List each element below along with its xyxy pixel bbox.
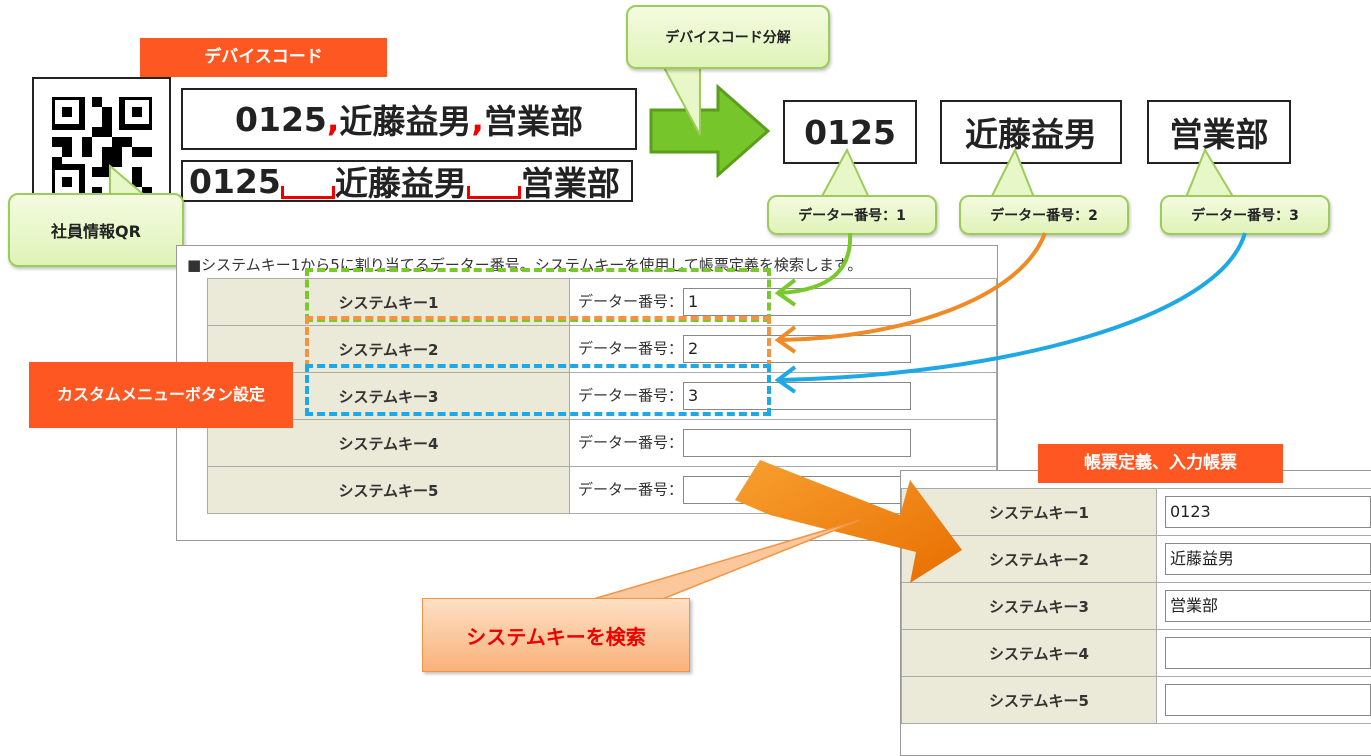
custom-menu-label: カスタムメニューボタン設定 (29, 362, 293, 428)
system-key-value[interactable]: 営業部 (1165, 590, 1371, 622)
system-key-label: システムキー4 (902, 630, 1157, 677)
system-key-label: システムキー5 (902, 677, 1157, 724)
system-key-value[interactable]: 0123 (1165, 496, 1371, 528)
table-row: システムキー5 (902, 677, 1371, 724)
table-row: システムキー4 (902, 630, 1371, 677)
form-definition-label: 帳票定義、入力帳票 (1038, 444, 1283, 483)
system-key-value[interactable] (1165, 637, 1371, 669)
system-key-value[interactable] (1165, 684, 1371, 716)
system-key-value[interactable]: 近藤益男 (1165, 543, 1371, 575)
search-callout: システムキーを検索 (422, 598, 690, 672)
